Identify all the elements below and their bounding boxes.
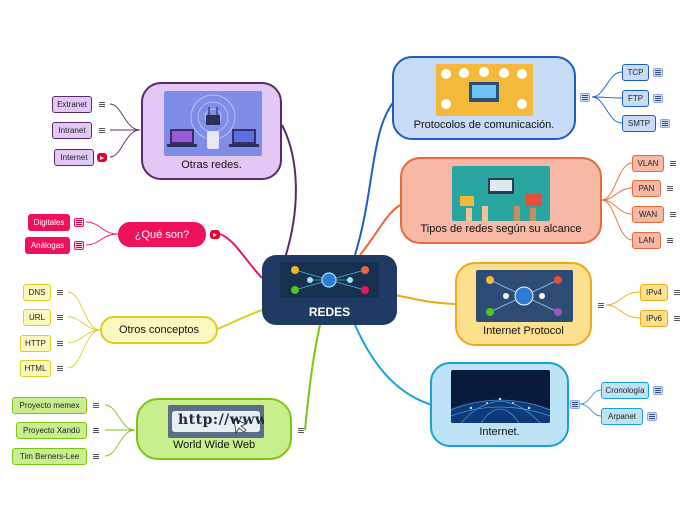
leaf-proyecto-xandu[interactable]: Proyecto Xandú xyxy=(16,422,87,439)
leaf-dns[interactable]: DNS xyxy=(23,284,51,301)
protocols-image xyxy=(436,64,533,116)
notes-icon[interactable] xyxy=(660,119,670,128)
topic-world-wide-web[interactable]: http://www. World Wide Web xyxy=(136,398,292,460)
notes-icon[interactable] xyxy=(668,159,678,168)
leaf-digitales[interactable]: Digitales xyxy=(28,214,70,231)
youtube-video-icon[interactable] xyxy=(97,153,107,162)
topic-label: ¿Qué son? xyxy=(134,228,190,241)
youtube-video-icon[interactable] xyxy=(210,230,220,239)
notes-icon[interactable] xyxy=(665,184,675,193)
leaf-intranet[interactable]: Intranet xyxy=(52,122,92,139)
topic-tipos-de-redes[interactable]: Tipos de redes según su alcance xyxy=(400,157,602,244)
notes-icon[interactable] xyxy=(97,100,107,109)
notes-icon[interactable] xyxy=(647,412,657,421)
topic-label: Otras redes. xyxy=(181,159,242,171)
notes-icon[interactable] xyxy=(55,339,65,348)
notes-icon[interactable] xyxy=(55,313,65,322)
leaf-extranet[interactable]: Extranet xyxy=(52,96,92,113)
notes-icon[interactable] xyxy=(653,386,663,395)
notes-icon[interactable] xyxy=(580,93,590,102)
global-network-image xyxy=(451,370,550,423)
leaf-ipv4[interactable]: IPv4 xyxy=(640,284,668,301)
leaf-html[interactable]: HTML xyxy=(20,360,51,377)
notes-icon[interactable] xyxy=(570,400,580,409)
notes-icon[interactable] xyxy=(91,426,101,435)
leaf-ipv6[interactable]: IPv6 xyxy=(640,310,668,327)
notes-icon[interactable] xyxy=(672,288,682,297)
http-www-image: http://www. xyxy=(168,405,264,438)
topic-label: Tipos de redes según su alcance xyxy=(420,223,582,235)
topic-protocolos[interactable]: Protocolos de comunicación. xyxy=(392,56,576,140)
leaf-cronologia[interactable]: Cronología xyxy=(601,382,649,399)
leaf-arpanet[interactable]: Arpanet xyxy=(601,408,643,425)
notes-icon[interactable] xyxy=(596,301,606,310)
leaf-internet[interactable]: Internet xyxy=(54,149,94,166)
topic-label: Otros conceptos xyxy=(118,324,200,336)
central-topic-redes[interactable]: REDES xyxy=(262,255,397,325)
leaf-tim-berners-lee[interactable]: Tim Berners-Lee xyxy=(12,448,87,465)
topic-internet[interactable]: Internet. xyxy=(430,362,569,447)
leaf-http[interactable]: HTTP xyxy=(20,335,51,352)
notes-icon[interactable] xyxy=(653,94,663,103)
central-topic-label: REDES xyxy=(308,305,351,319)
leaf-url[interactable]: URL xyxy=(23,309,51,326)
leaf-smtp[interactable]: SMTP xyxy=(622,115,656,132)
network-types-image xyxy=(452,166,550,221)
topic-label: Protocolos de comunicación. xyxy=(413,119,555,131)
notes-icon[interactable] xyxy=(296,426,306,435)
internet-protocol-image xyxy=(476,270,573,322)
notes-icon[interactable] xyxy=(74,218,84,227)
router-laptops-image xyxy=(164,91,262,156)
notes-icon[interactable] xyxy=(74,241,84,250)
topic-otras-redes[interactable]: Otras redes. xyxy=(141,82,282,180)
notes-icon[interactable] xyxy=(91,452,101,461)
leaf-ftp[interactable]: FTP xyxy=(622,90,649,107)
topic-internet-protocol[interactable]: Internet Protocol xyxy=(455,262,592,346)
notes-icon[interactable] xyxy=(672,314,682,323)
topic-otros-conceptos[interactable]: Otros conceptos xyxy=(100,316,218,344)
leaf-pan[interactable]: PAN xyxy=(632,180,661,197)
leaf-vlan[interactable]: VLAN xyxy=(632,155,664,172)
notes-icon[interactable] xyxy=(55,288,65,297)
topic-label: World Wide Web xyxy=(172,439,256,451)
leaf-analogas[interactable]: Análogas xyxy=(25,237,70,254)
leaf-proyecto-memex[interactable]: Proyecto memex xyxy=(12,397,87,414)
network-hub-image xyxy=(280,262,379,298)
http-www-text: http://www. xyxy=(178,412,264,428)
topic-que-son[interactable]: ¿Qué son? xyxy=(118,222,206,247)
leaf-tcp[interactable]: TCP xyxy=(622,64,649,81)
notes-icon[interactable] xyxy=(653,68,663,77)
topic-label: Internet. xyxy=(479,426,520,438)
notes-icon[interactable] xyxy=(665,236,675,245)
notes-icon[interactable] xyxy=(668,210,678,219)
notes-icon[interactable] xyxy=(97,126,107,135)
leaf-lan[interactable]: LAN xyxy=(632,232,661,249)
topic-label: Internet Protocol xyxy=(483,325,564,337)
leaf-wan[interactable]: WAN xyxy=(632,206,664,223)
notes-icon[interactable] xyxy=(91,401,101,410)
notes-icon[interactable] xyxy=(55,364,65,373)
